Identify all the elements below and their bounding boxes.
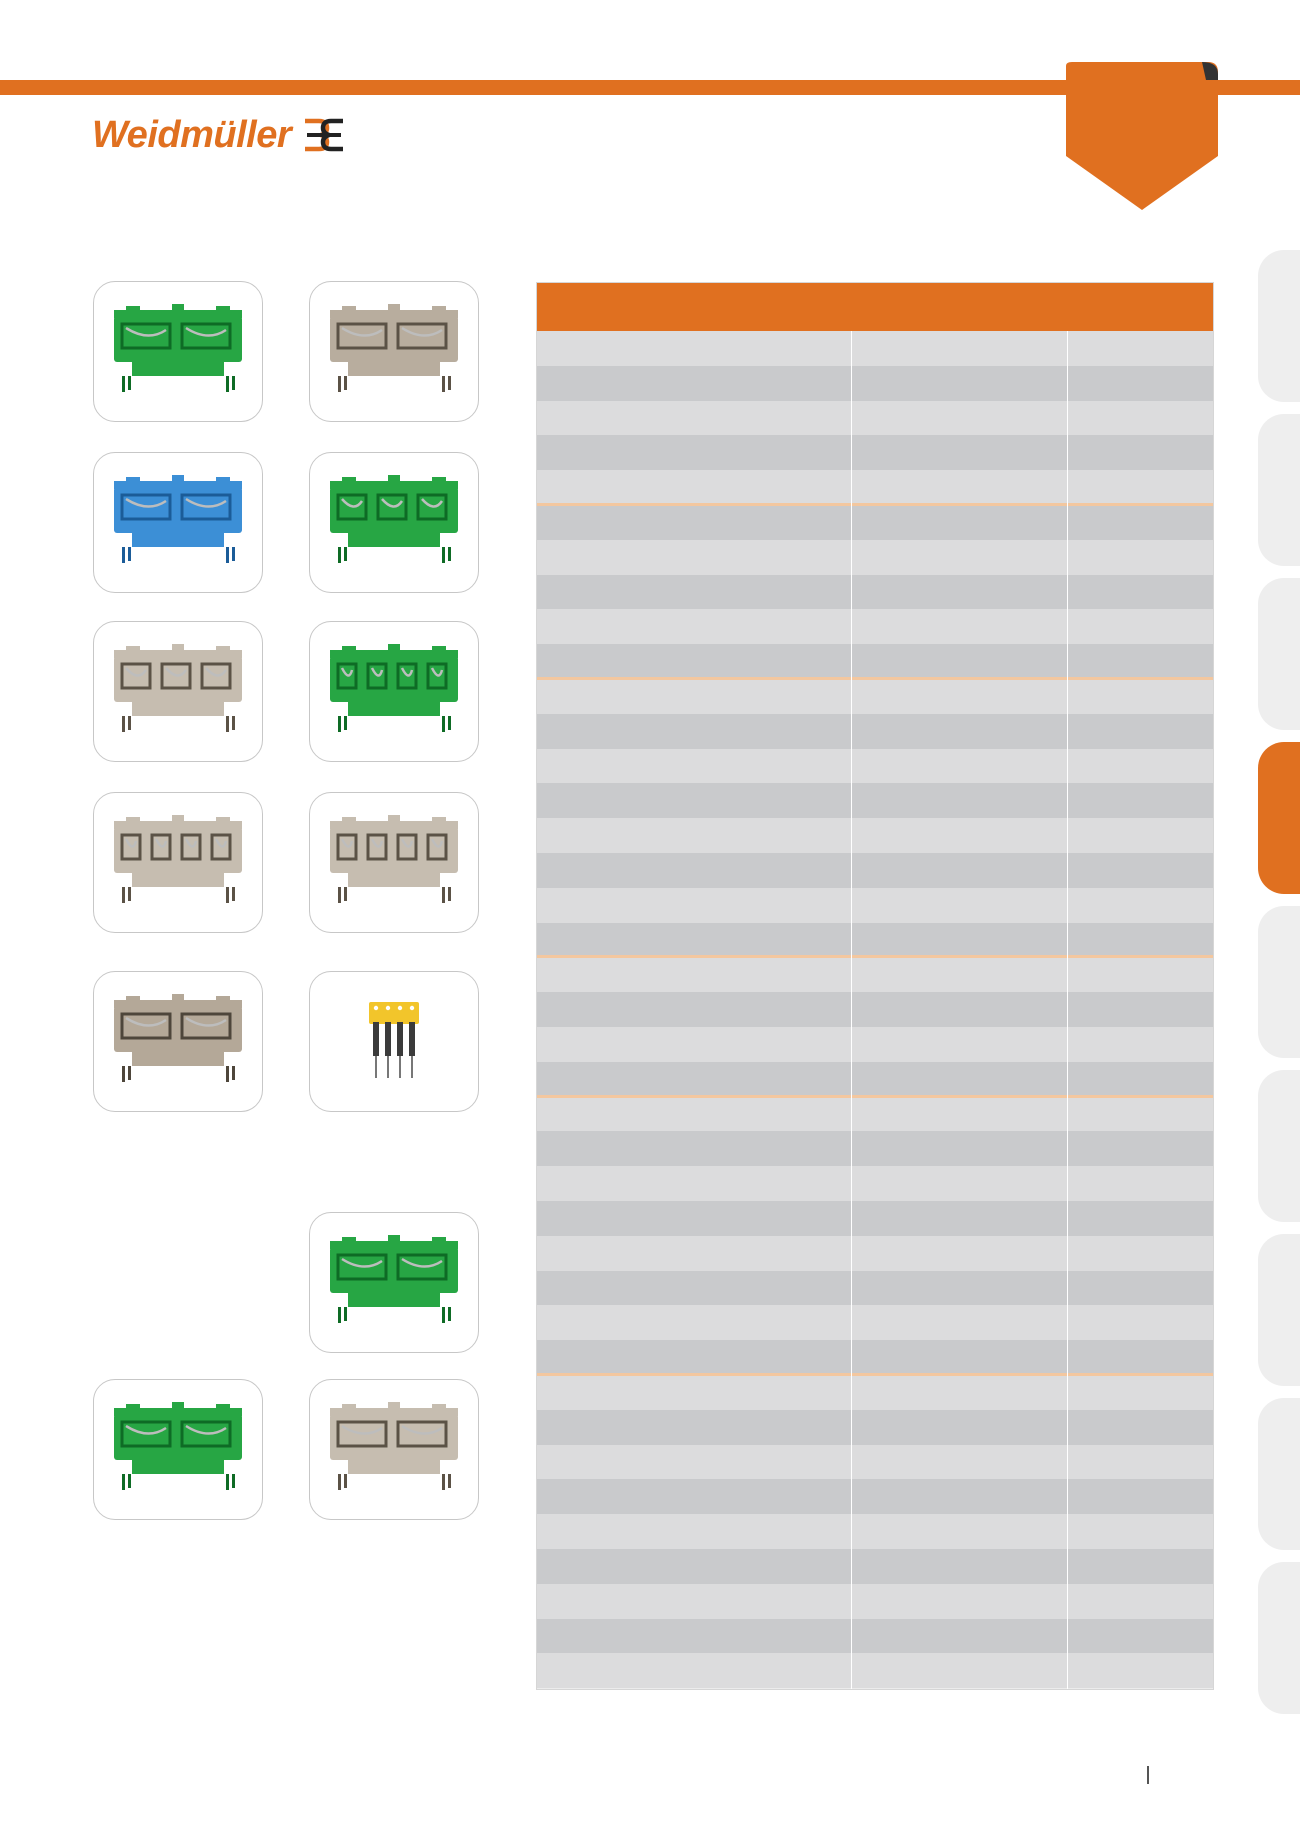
table-row: [537, 1653, 1213, 1689]
table-row: [537, 992, 1213, 1028]
brand-name: Weidmüller: [92, 114, 292, 156]
table-row: [537, 1166, 1213, 1202]
terminal-2-drawing: [114, 993, 242, 1082]
table-row: [537, 1235, 1213, 1271]
chapter-tab-6[interactable]: [1258, 1070, 1300, 1222]
terminal-2-drawing: [330, 1234, 458, 1323]
table-row: [537, 574, 1213, 610]
table-row: [537, 887, 1213, 923]
table-row: [537, 365, 1213, 401]
table-row: [537, 957, 1213, 993]
cross-connector-drawing: [369, 1001, 419, 1078]
table-row: [537, 1131, 1213, 1167]
product-image-beige-3-level-terminal: [93, 621, 263, 762]
terminal-2-drawing: [114, 303, 242, 392]
table-row: [537, 539, 1213, 575]
table-row: [537, 1270, 1213, 1306]
terminal-3-drawing: [114, 643, 242, 732]
table-header: [537, 283, 1213, 331]
table-row: [537, 1305, 1213, 1341]
table-row: [537, 748, 1213, 784]
product-table: [536, 282, 1214, 1690]
terminal-2-drawing: [330, 1401, 458, 1490]
table-row: [537, 1096, 1213, 1132]
chapter-tab-4[interactable]: [1258, 742, 1300, 894]
group-separator: [537, 1373, 1213, 1376]
table-row: [537, 1444, 1213, 1480]
page-number-divider: [1147, 1766, 1149, 1784]
chapter-tab-7[interactable]: [1258, 1234, 1300, 1386]
product-image-green-pe-terminal-b: [93, 1379, 263, 1520]
table-row: [537, 1201, 1213, 1236]
table-row: [537, 1618, 1213, 1654]
table-row: [537, 922, 1213, 958]
product-image-cross-connector: [309, 971, 479, 1112]
product-image-beige-4-level-terminal-b: [309, 792, 479, 933]
table-row: [537, 505, 1213, 540]
terminal-2-drawing: [330, 303, 458, 392]
product-image-beige-terminal: [309, 281, 479, 422]
terminal-2-drawing: [114, 1401, 242, 1490]
chapter-tab-1[interactable]: [1258, 250, 1300, 402]
terminal-4-drawing: [330, 643, 458, 732]
group-separator: [537, 677, 1213, 680]
table-row: [537, 818, 1213, 854]
chapter-tab-3[interactable]: [1258, 578, 1300, 730]
group-separator: [537, 1094, 1213, 1098]
table-row: [537, 783, 1213, 819]
group-separator: [537, 503, 1213, 506]
product-image-beige-4-level-terminal: [93, 792, 263, 933]
table-row: [537, 1027, 1213, 1062]
table-row: [537, 853, 1213, 888]
product-image-green-pe-terminal: [309, 1212, 479, 1353]
table-row: [537, 644, 1213, 680]
product-image-green-terminal: [93, 281, 263, 422]
table-row: [537, 679, 1213, 714]
table-row: [537, 1061, 1213, 1097]
product-image-green-3-level-terminal: [309, 452, 479, 593]
column-divider-2: [1067, 331, 1068, 1689]
weidmuller-3e-icon: [305, 118, 344, 152]
table-row: [537, 1583, 1213, 1619]
table-row: [537, 1514, 1213, 1550]
chapter-tab-2[interactable]: [1258, 414, 1300, 566]
chapter-tab-5[interactable]: [1258, 906, 1300, 1058]
product-image-dark-beige-terminal: [93, 971, 263, 1112]
table-row: [537, 1409, 1213, 1445]
top-accent-bar: [0, 80, 1300, 95]
terminal-2-drawing: [114, 474, 242, 563]
table-row: [537, 1549, 1213, 1584]
chapter-tab-icon: [1066, 62, 1218, 210]
chapter-tab-8[interactable]: [1258, 1398, 1300, 1550]
table-row: [537, 470, 1213, 506]
product-image-green-4-level-terminal: [309, 621, 479, 762]
column-divider-1: [851, 331, 852, 1689]
table-row: [537, 1375, 1213, 1410]
terminal-4-drawing: [114, 814, 242, 903]
table-row: [537, 435, 1213, 471]
table-row: [537, 331, 1213, 366]
table-row: [537, 609, 1213, 645]
chapter-tab-9[interactable]: [1258, 1562, 1300, 1714]
group-separator: [537, 955, 1213, 959]
product-image-beige-terminal-b: [309, 1379, 479, 1520]
brand-logo: Weidmüller: [92, 112, 345, 158]
table-row: [537, 1340, 1213, 1376]
product-image-blue-terminal: [93, 452, 263, 593]
terminal-4-drawing: [330, 814, 458, 903]
table-row: [537, 400, 1213, 436]
table-row: [537, 713, 1213, 749]
table-row: [537, 1479, 1213, 1515]
terminal-3-drawing: [330, 474, 458, 563]
